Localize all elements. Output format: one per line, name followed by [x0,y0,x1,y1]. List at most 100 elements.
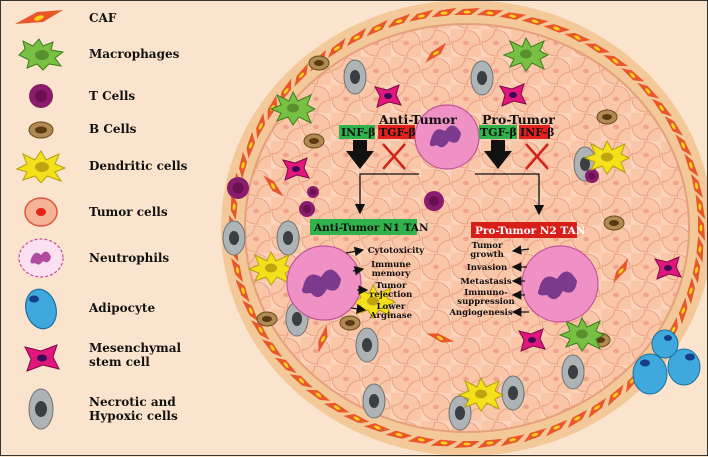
caf-cell [250,320,270,340]
caf-cell [242,300,259,322]
caf-cell [385,430,413,439]
caf-cell [651,98,673,117]
legend-item-t-cells: T Cells [1,81,231,111]
caf-cell [613,258,629,284]
caf-cell [431,7,457,18]
dendritic-cell [247,250,295,286]
n2-effect-metastasis: Metastasis [460,277,511,287]
down-arrow-left [346,140,374,169]
b-cell [596,109,618,125]
caf-cell [691,173,703,198]
caf-cell [637,82,660,99]
n1-effect-memory: memory [372,269,412,279]
n1-effect-rejection: rejection [370,290,413,300]
caf-cell [664,116,684,136]
t-cell [299,201,315,217]
legend-item-tumor: Tumor cells [1,195,231,229]
dendritic-cell [457,376,505,412]
n2-neutrophil [521,245,599,323]
caf-cell [546,419,568,437]
n1-effect-tumor: Tumor [376,281,407,291]
legend-label: Macrophages [89,47,180,61]
n2-effect-angiogenesis: Angiogenesis [448,308,513,318]
caf-cell [430,439,458,447]
caf-cell [280,78,292,103]
t-cell [424,191,444,211]
n2-effect-immuno: Immuno- [464,288,508,298]
legend-item-adipocyte: Adipocyte [1,285,231,331]
legend-label: Neutrophils [89,251,170,265]
mesenchymal-stem-cell [499,83,527,107]
caf-cell [695,194,706,220]
caf-cell [263,175,284,197]
caf-cell [409,9,434,22]
n2-tan-box [471,222,577,238]
inhibition-x-left [382,143,406,170]
pro-tumor-title: Pro-Tumor [482,112,555,127]
caf-cell [588,397,607,419]
necrotic-hypoxic-cell [343,59,367,95]
tgf-beta-label-left: TGF-β [379,126,416,139]
inf-beta-box-left [339,125,375,139]
caf-cell [607,384,624,407]
dendritic-cell-icon [15,150,67,183]
inf-beta-box-right [519,125,550,139]
dendritic-cell [583,139,631,175]
n1-tan-box [310,219,417,235]
caf-cell [366,19,388,37]
caf-cell [696,235,704,263]
adipocyte-cluster [632,329,701,395]
necrotic-hypoxic-cell [470,60,494,96]
inf-beta-label-right: INF-β [520,126,554,139]
b-cell [339,315,361,331]
legend-item-caf: CAF [1,7,231,31]
macrophage [269,90,317,126]
b-cell-icon [28,121,54,139]
t-cell [227,177,249,199]
n1-effect-cytotoxicity: Cytotoxicity [368,246,426,256]
caf-cell [239,151,248,179]
caf-cell [261,339,283,358]
legend-item-msc: Mesenchymal stem cell [1,339,231,377]
n1-neutrophil [286,245,362,321]
n1-effect-immune: Immune [371,260,411,270]
caf-cell [318,324,328,353]
mesenchymal-stem-cell [282,157,310,181]
necrotic-hypoxic-cell [362,383,386,419]
n2-effect-tumor: Tumor [472,241,503,251]
caf-cell [323,402,350,413]
connector-to-n2 [475,173,545,216]
legend: CAF Macrophages T Cells B Cells [1,1,231,457]
caf-cell [305,389,331,401]
legend-item-neutrophils: Neutrophils [1,237,231,279]
caf-cell [564,32,591,43]
necrotic-hypoxic-cell [501,375,525,411]
n1-tan-label: Anti-Tumor N1 TAN [313,222,429,234]
caf-cell [454,441,480,448]
caf-cell [692,256,701,284]
legend-item-b-cells: B Cells [1,119,231,141]
caf-cell [521,17,549,26]
caf-cell [387,13,411,28]
mesenchymal-stem-cell-icon [24,344,60,372]
caf-cell [274,357,297,374]
mesenchymal-stem-cell [654,256,682,280]
caf-cell [675,134,692,156]
caf-cell [523,428,547,443]
inf-beta-label-left: INF-β [341,126,375,139]
legend-item-macrophages: Macrophages [1,37,231,71]
tgf-beta-box-left [378,125,415,139]
t-cell [307,186,319,198]
caf-cell [230,193,238,221]
n2-effect-invasion: Invasion [467,263,507,273]
tgf-beta-box-right [479,125,517,139]
caf-cell [426,333,455,343]
n2-effect-suppression: suppression [457,297,514,307]
caf-cell [407,436,435,444]
caf-icon [15,10,63,24]
n1-effect-lower: Lower [377,302,406,312]
caf-cell [294,63,308,87]
macrophage-icon [18,38,65,71]
n1-effect-arginase: Arginase [369,311,413,321]
